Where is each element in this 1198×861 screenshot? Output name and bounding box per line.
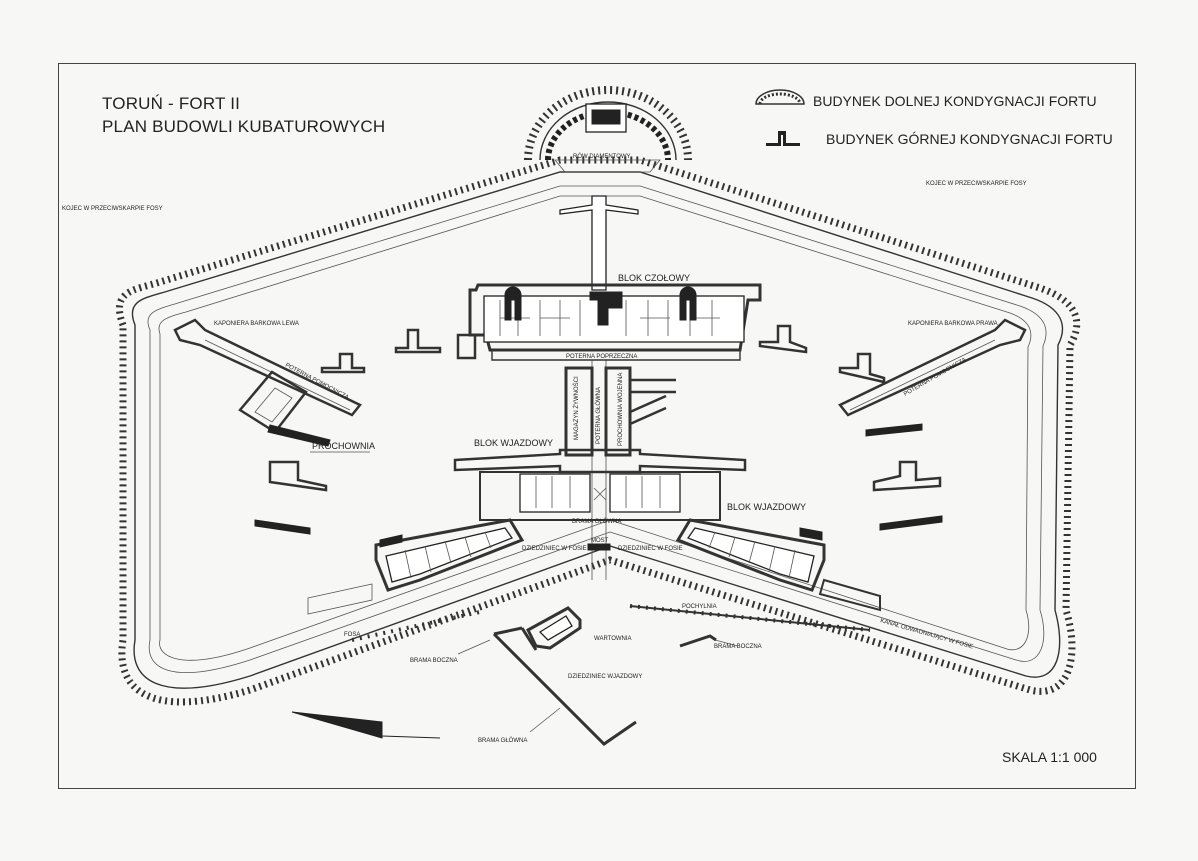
label-kaponiera-lewa: KAPONIERA BARKOWA LEWA — [214, 321, 299, 327]
left-wing-barracks — [374, 518, 525, 592]
outer-rampart — [115, 156, 1081, 706]
label-poterna-pomocnicza-right: POTERNA POMOCNICZA — [903, 357, 968, 398]
label-kojec-left: KOJEC W PRZECIWSKARPIE FOSY — [62, 206, 163, 212]
right-wing-barracks — [675, 518, 826, 592]
label-row-diamentowy: RÓW DIAMENTOWY — [573, 153, 631, 160]
dziedziniec-wjazdowy-outline — [457, 626, 739, 746]
scale-label: SKALA 1:1 000 — [1002, 749, 1097, 765]
central-magazines — [564, 366, 676, 457]
label-prochownia: PROCHOWNIA — [312, 441, 375, 451]
label-poterna-glowna: POTERNA GŁÓWNA — [595, 387, 602, 444]
drawing-frame — [58, 63, 1136, 789]
label-poterna-poprzeczna: POTERNA POPRZECZNA — [566, 354, 637, 360]
label-most: MOST — [591, 538, 609, 544]
label-pochylnia: POCHYLNIA — [682, 604, 717, 610]
legend-upper-label: BUDYNEK GÓRNEJ KONDYGNACJI FORTU — [826, 131, 1113, 147]
label-kaponiera-prawa: KAPONIERA BARKOWA PRAWA — [908, 321, 998, 327]
gorge-moat — [307, 583, 871, 642]
right-wing-extension — [818, 578, 881, 612]
label-dziedziniec-w-fosie-left: DZIEDZINIEC W FOSIE — [522, 546, 587, 552]
label-wartownia: WARTOWNIA — [594, 636, 632, 642]
label-blok-wjazdowy-left: BLOK WJAZDOWY — [474, 438, 553, 448]
plan-title: TORUŃ - FORT II — [102, 94, 241, 113]
label-brama-boczna-left: BRAMA BOCZNA — [410, 658, 458, 664]
label-prochownia-wojenna: PROCHOWNIA WOJENNA — [618, 373, 624, 446]
label-kojec-right: KOJEC W PRZECIWSKARPIE FOSY — [926, 181, 1027, 187]
legend-lower-label: BUDYNEK DOLNEJ KONDYGNACJI FORTU — [813, 93, 1097, 109]
legend-upper-icon — [766, 131, 800, 146]
legend-lower-icon — [755, 89, 805, 105]
label-dziedziniec-wjazdowy: DZIEDZINIEC WJAZDOWY — [568, 674, 642, 680]
label-magazyn-zywnosci: MAGAZYN ŻYWNOŚCI — [572, 376, 580, 440]
upper-shelters-left — [254, 328, 442, 535]
label-blok-czolowy: BLOK CZOŁOWY — [618, 273, 690, 283]
label-blok-wjazdowy-right: BLOK WJAZDOWY — [727, 502, 806, 512]
north-arrow — [291, 711, 441, 739]
label-dziedziniec-w-fosie-right: DZIEDZINIEC W FOSIE — [618, 546, 683, 552]
upper-shelters-right — [758, 324, 943, 531]
kaponiera-right — [838, 318, 1027, 417]
blok-wjazdowy-central — [453, 448, 747, 521]
blok-czolowy-building — [456, 283, 762, 361]
most-bridge — [587, 543, 611, 551]
label-brama-glowna-top: BRAMA GŁÓWNA — [572, 518, 621, 525]
label-fosa: FOSA — [344, 632, 360, 638]
label-brama-glowna-bottom: BRAMA GŁÓWNA — [478, 737, 527, 744]
ravelin-head — [524, 86, 692, 173]
prochownia-building — [238, 370, 370, 453]
wartownia-building — [526, 606, 582, 650]
plan-subtitle: PLAN BUDOWLI KUBATUROWYCH — [102, 117, 386, 136]
label-brama-boczna-right: BRAMA BOCZNA — [714, 644, 762, 650]
